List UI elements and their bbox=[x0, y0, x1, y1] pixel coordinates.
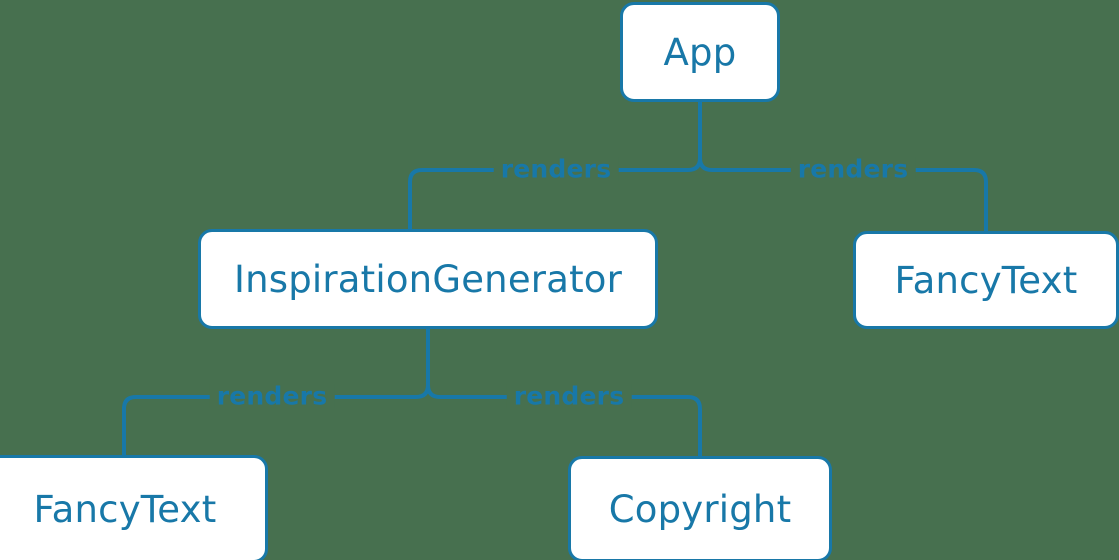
node-inspiration-generator[interactable]: InspirationGenerator bbox=[198, 229, 658, 329]
edge-label-app-inspiration: renders bbox=[493, 156, 619, 182]
node-fancytext-right[interactable]: FancyText bbox=[853, 231, 1119, 329]
node-copyright[interactable]: Copyright bbox=[568, 456, 832, 560]
node-copyright-label: Copyright bbox=[608, 487, 792, 531]
edge-label-app-fancytext: renders bbox=[790, 156, 916, 182]
node-inspiration-generator-label: InspirationGenerator bbox=[233, 257, 623, 301]
node-fancytext-left-label: FancyText bbox=[33, 487, 217, 531]
edge-label-inspiration-fancytext: renders bbox=[209, 383, 335, 409]
node-fancytext-left[interactable]: FancyText bbox=[0, 455, 268, 560]
node-app-label: App bbox=[663, 30, 737, 74]
node-app[interactable]: App bbox=[620, 2, 780, 102]
edge-label-inspiration-copyright: renders bbox=[506, 383, 632, 409]
node-fancytext-right-label: FancyText bbox=[894, 258, 1078, 302]
